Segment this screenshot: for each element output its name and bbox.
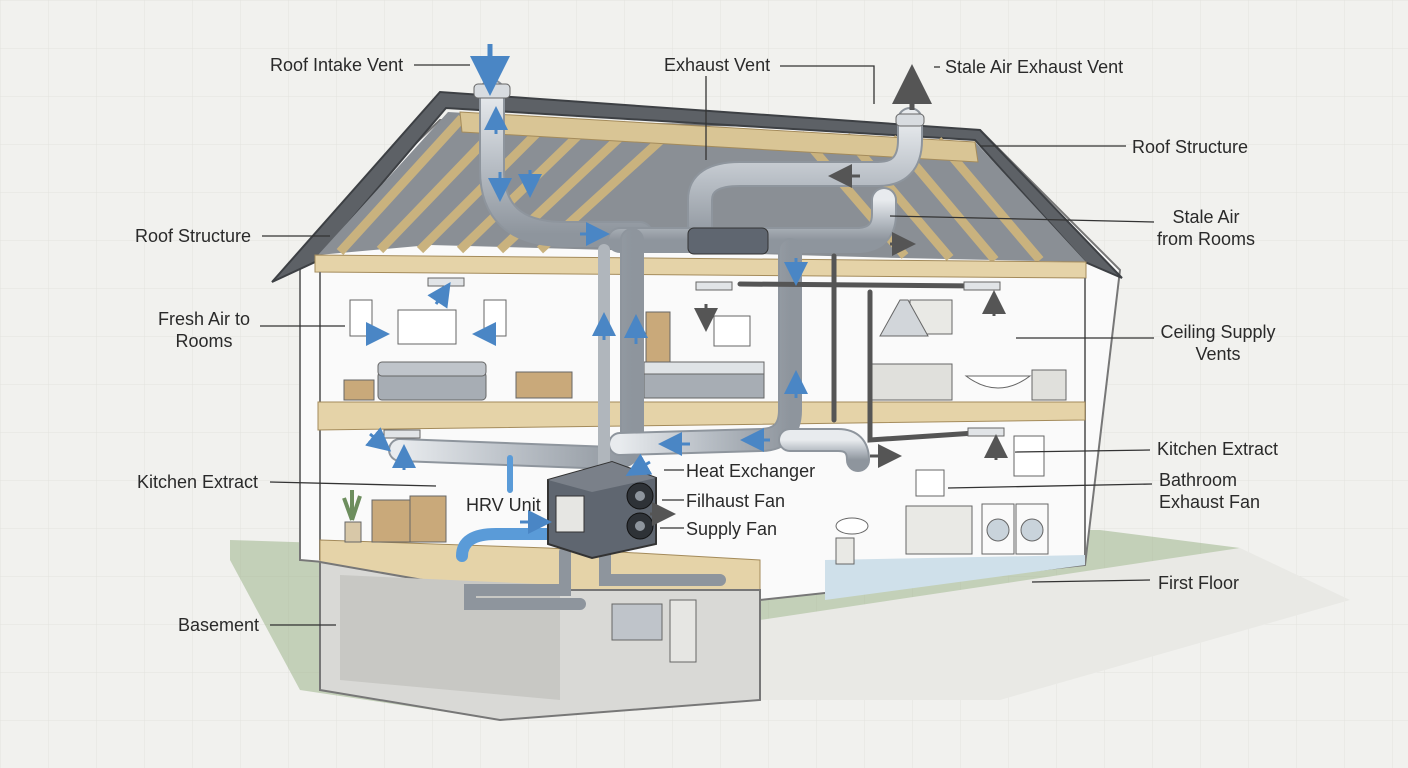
roof-beam bbox=[459, 111, 979, 163]
label-exhaust-vent: Exhaust Vent bbox=[664, 55, 771, 75]
label-kitchen-extract-left: Kitchen Extract bbox=[137, 472, 259, 492]
roof-intake-cap bbox=[473, 83, 511, 99]
exhaust-cap bbox=[895, 113, 925, 127]
label-roof-structure-left: Roof Structure bbox=[135, 226, 252, 246]
label-kitchen-extract-right: Kitchen Extract bbox=[1157, 439, 1279, 459]
attic-fan-housing bbox=[687, 227, 769, 255]
label-bathroom-exhaust-fan-line1: Bathroom bbox=[1159, 470, 1238, 490]
label-bathroom-exhaust-fan-line2: Exhaust Fan bbox=[1159, 492, 1261, 512]
living-room-furniture bbox=[343, 299, 573, 401]
label-hrv-unit: HRV Unit bbox=[466, 495, 541, 515]
exhaust-arrows bbox=[650, 64, 1008, 526]
label-fresh-air-to-rooms-line1: Fresh Air to bbox=[157, 309, 251, 329]
hrv-unit bbox=[547, 460, 657, 560]
label-fresh-air-to-rooms-line2: Rooms bbox=[175, 331, 233, 351]
label-ceiling-supply-vents: Ceiling Supply Vents bbox=[1156, 321, 1280, 365]
label-ceiling-supply-vents-line2: Vents bbox=[1195, 344, 1241, 364]
leader-lines bbox=[260, 64, 1155, 626]
upper-floor bbox=[317, 401, 1086, 431]
label-stale-air-from-rooms: Stale Air from Rooms bbox=[1150, 206, 1262, 250]
label-bathroom-exhaust-fan: Bathroom Exhaust Fan bbox=[1159, 469, 1260, 513]
kitchen-furniture bbox=[871, 299, 1067, 401]
label-ceiling-supply-vents-line1: Ceiling Supply bbox=[1160, 322, 1276, 342]
label-supply-fan: Supply Fan bbox=[686, 519, 778, 539]
bathroom-laundry bbox=[835, 435, 1049, 565]
basement-heater bbox=[611, 603, 663, 641]
patio-tiles bbox=[760, 548, 1350, 700]
label-filhaust-fan: Filhaust Fan bbox=[686, 491, 786, 511]
label-first-floor: First Floor bbox=[1158, 573, 1239, 593]
label-fresh-air-to-rooms: Fresh Air to Rooms bbox=[150, 308, 258, 352]
label-roof-structure-right: Roof Structure bbox=[1132, 137, 1249, 157]
label-stale-air-exhaust-vent: Stale Air Exhaust Vent bbox=[945, 57, 1124, 77]
label-stale-air-from-rooms-line2: from Rooms bbox=[1156, 229, 1255, 249]
airflow-arrows bbox=[365, 44, 808, 534]
label-heat-exchanger: Heat Exchanger bbox=[686, 461, 816, 481]
label-basement: Basement bbox=[178, 615, 260, 635]
bedroom-furniture bbox=[643, 311, 765, 399]
basement-tank bbox=[669, 599, 697, 663]
bathroom-floor bbox=[825, 555, 1085, 600]
lower-room-furniture bbox=[342, 490, 447, 543]
label-stale-air-from-rooms-line1: Stale Air bbox=[1172, 207, 1240, 227]
label-roof-intake-vent: Roof Intake Vent bbox=[270, 55, 404, 75]
